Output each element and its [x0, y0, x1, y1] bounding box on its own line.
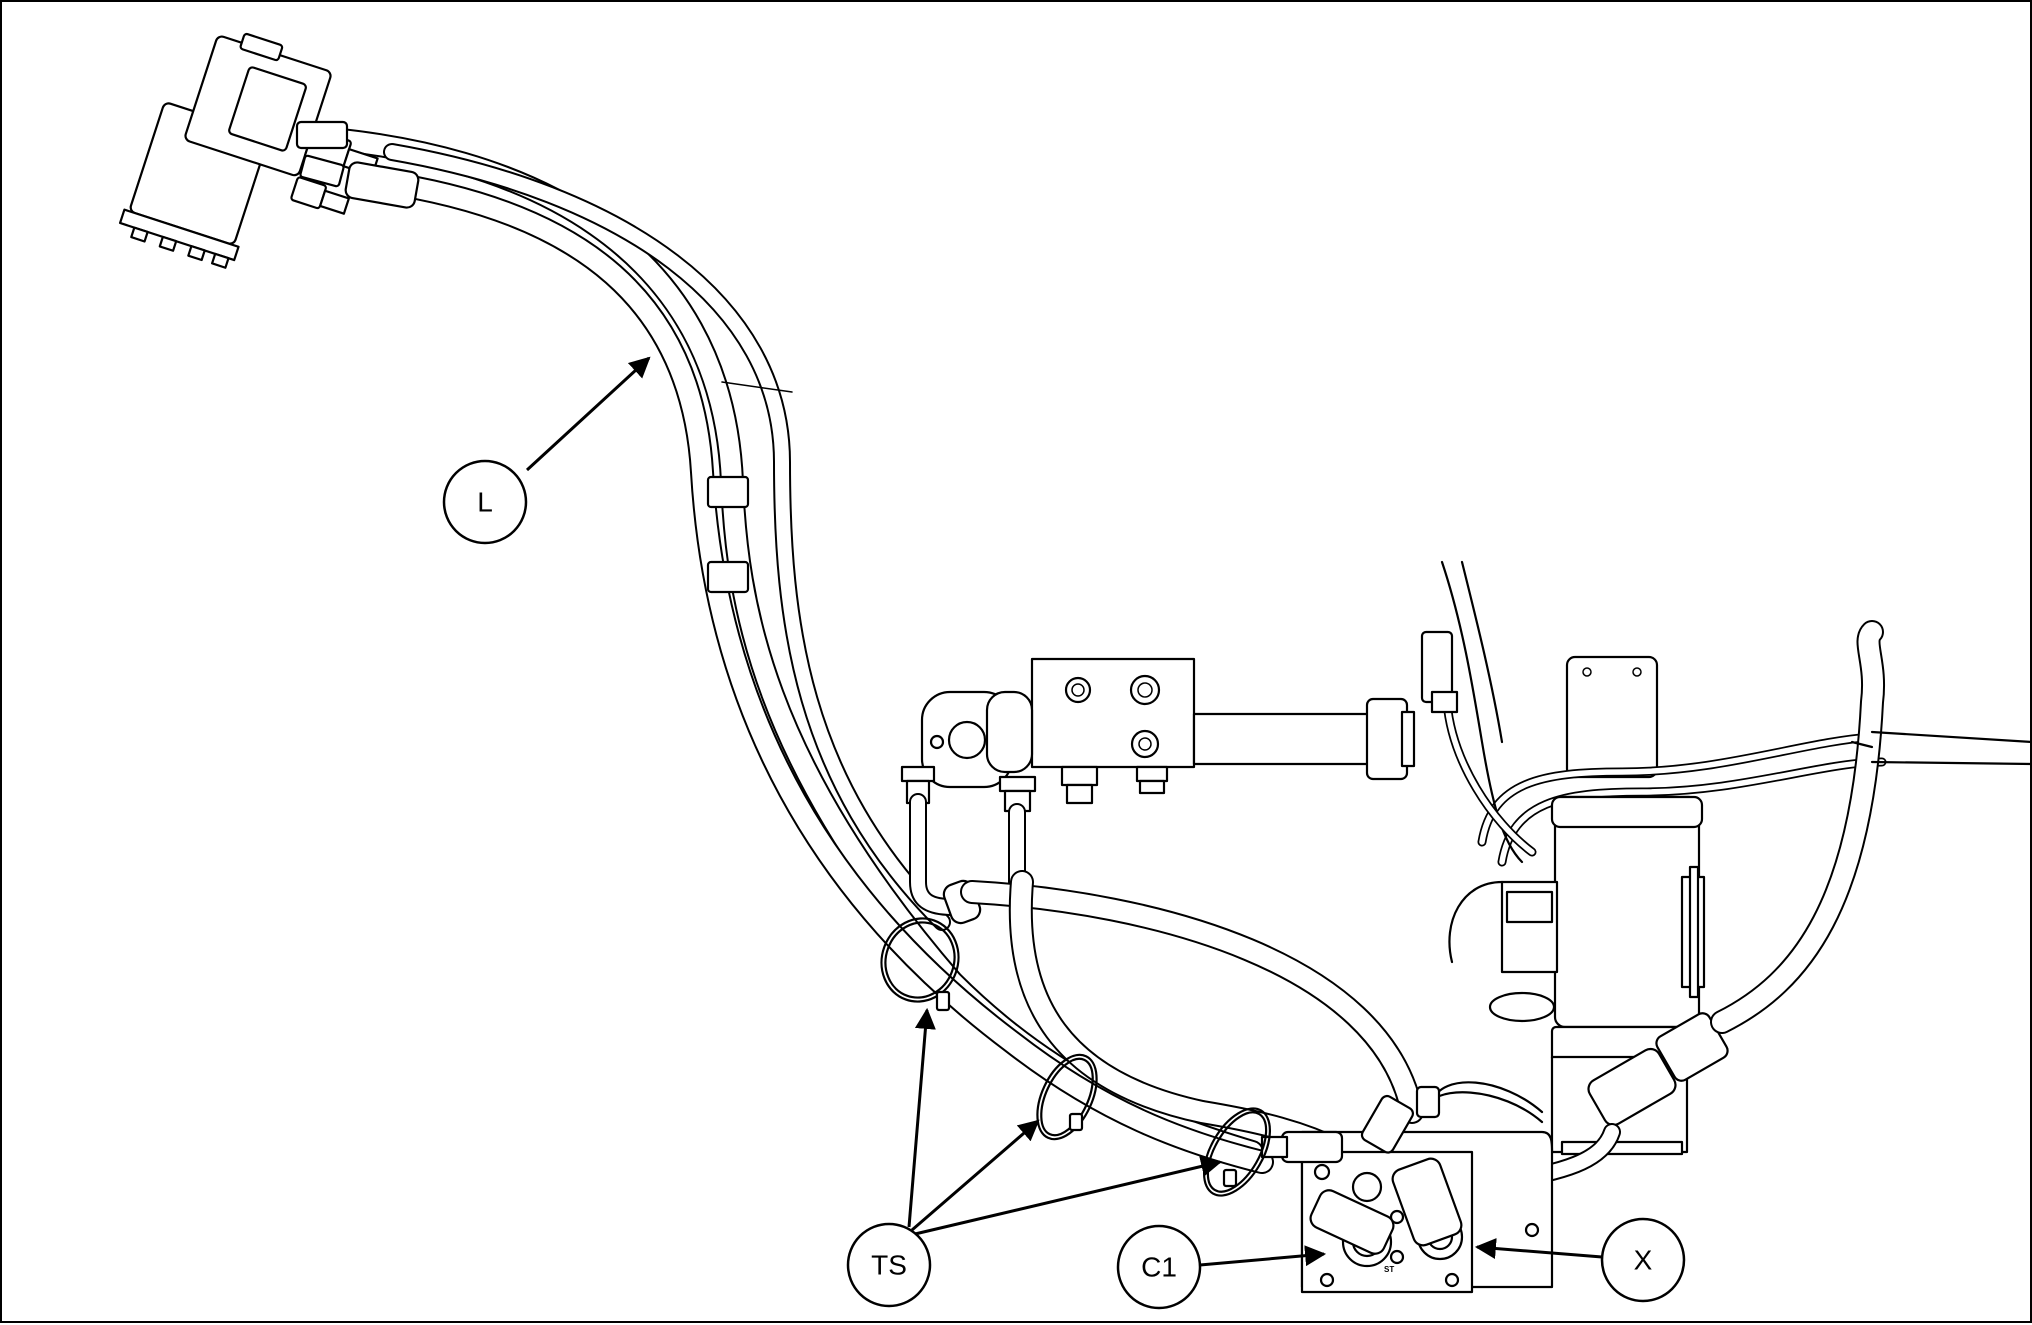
callout-ts: TS	[846, 1007, 1223, 1308]
callout-x: X	[1474, 1217, 1686, 1303]
port-mark-st: ST	[1384, 1265, 1394, 1274]
tie-strap-3	[1202, 1107, 1272, 1197]
hose-bundle-l	[295, 125, 1274, 1174]
callout-l-label: L	[477, 487, 493, 518]
wiring-harness	[1420, 560, 2032, 864]
callout-l: L	[442, 356, 651, 545]
manifold-block: ST CF	[1260, 1094, 1554, 1294]
control-valve-top-left	[118, 32, 379, 269]
callout-ts-label: TS	[871, 1250, 907, 1281]
tie-strap-2	[1036, 1053, 1098, 1141]
rigid-tubes	[909, 793, 1026, 925]
tie-strap-1	[880, 917, 960, 1012]
pump-motor-assembly	[1448, 620, 1887, 1156]
callout-x-label: X	[1634, 1245, 1653, 1276]
callout-c1-label: C1	[1141, 1252, 1177, 1283]
valve-block-center	[900, 657, 1416, 813]
valve-fittings	[295, 120, 420, 209]
callout-c1: C1	[1116, 1224, 1327, 1310]
